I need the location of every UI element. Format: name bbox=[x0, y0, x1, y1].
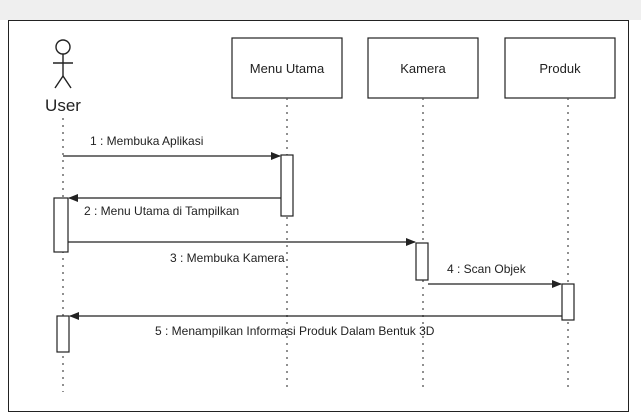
message-2-label: 2 : Menu Utama di Tampilkan bbox=[84, 204, 239, 218]
message-3-label: 3 : Membuka Kamera bbox=[170, 251, 285, 265]
activation-user-2 bbox=[56, 315, 70, 353]
message-4-label: 4 : Scan Objek bbox=[447, 262, 527, 276]
participant-menu-utama-box bbox=[231, 37, 343, 99]
participant-menu-utama-label: Menu Utama bbox=[250, 61, 325, 76]
message-5-label: 5 : Menampilkan Informasi Produk Dalam B… bbox=[155, 324, 435, 338]
message-1-label: 1 : Membuka Aplikasi bbox=[90, 134, 203, 148]
activation-user-1 bbox=[53, 197, 69, 253]
activation-menu-utama bbox=[280, 154, 294, 217]
participant-kamera-box bbox=[367, 37, 479, 99]
participant-kamera-label: Kamera bbox=[400, 61, 446, 76]
user-actor-icon bbox=[53, 39, 73, 89]
activation-produk bbox=[561, 283, 575, 321]
activation-kamera bbox=[415, 242, 429, 281]
top-strip bbox=[0, 0, 641, 20]
participant-produk-box bbox=[504, 37, 616, 99]
participant-user-label: User bbox=[45, 96, 81, 115]
participant-produk-label: Produk bbox=[539, 61, 581, 76]
